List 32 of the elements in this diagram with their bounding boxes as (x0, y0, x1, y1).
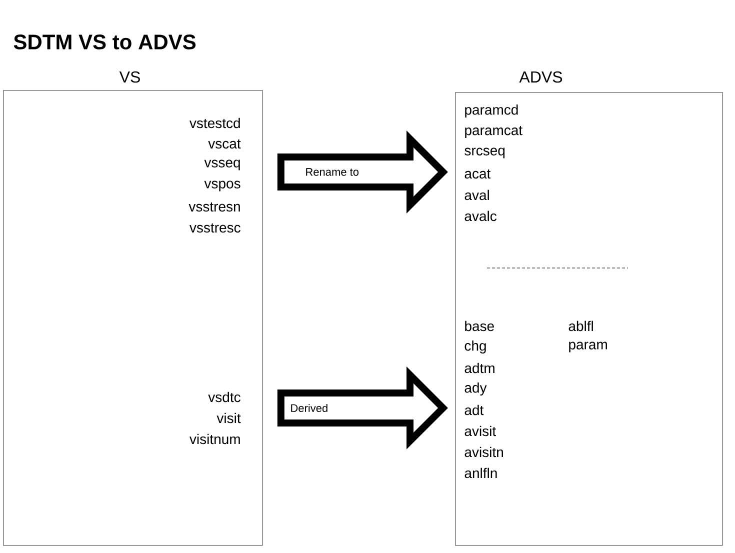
variable-name: vscat (208, 139, 241, 149)
block-arrow (277, 130, 448, 214)
variable-name: vsseq (204, 160, 240, 170)
variable-name: chg (464, 340, 486, 354)
arrow-label: Derived (291, 404, 328, 412)
variable-name: avisit (464, 426, 496, 436)
variable-name: ady (464, 382, 487, 396)
box-heading: ADVS (519, 71, 562, 83)
variable-name: base (465, 320, 494, 332)
variable-name: paramcd (465, 104, 518, 118)
variable-name: param (569, 342, 607, 352)
variable-name: paramcat (465, 126, 522, 138)
variable-name: avisitn (464, 446, 503, 458)
variable-name: vstestcd (190, 118, 240, 128)
variable-name: adtm (464, 362, 494, 374)
variable-name: avalc (464, 210, 497, 222)
block-arrow (277, 366, 448, 450)
variable-name: srcseq (464, 148, 505, 158)
variable-name: aval (464, 190, 489, 200)
variable-name: adt (464, 404, 484, 416)
variable-name: visitnum (190, 434, 240, 444)
variable-name: vsstresn (188, 202, 240, 212)
box-heading: VS (119, 71, 140, 83)
variable-name: vsstresc (190, 223, 240, 233)
variable-name: visit (216, 412, 241, 424)
title: SDTM VS to ADVS (14, 34, 196, 50)
variable-name: vsdtc (208, 392, 240, 402)
arrow-label: Rename to (306, 168, 359, 176)
variable-name: ablfl (568, 320, 593, 332)
variable-name: acat (464, 169, 491, 179)
variable-name: anlfln (464, 468, 497, 478)
variable-name: vspos (204, 180, 240, 192)
